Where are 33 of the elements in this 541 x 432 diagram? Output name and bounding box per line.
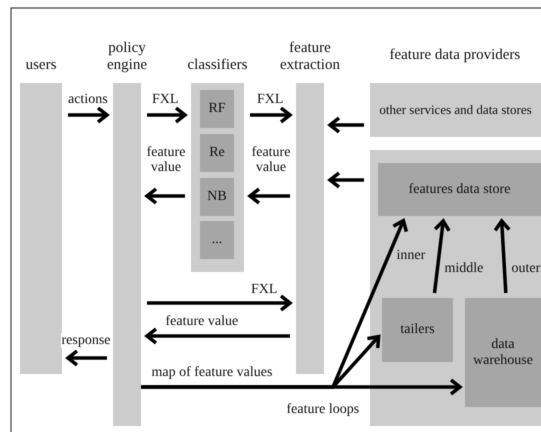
arrow — [432, 219, 451, 294]
arrow — [493, 219, 511, 294]
arrow — [147, 294, 292, 312]
data-store-box: data warehouse — [465, 298, 541, 407]
provider-box: other services and data stores — [370, 83, 541, 137]
process-box: tailers — [382, 298, 453, 362]
arrow — [141, 218, 408, 389]
classifier-box: RF — [200, 90, 234, 128]
edge-label: actions — [67, 92, 109, 107]
edge-label: FXL — [256, 92, 284, 107]
arrow — [145, 187, 185, 205]
group-title: feature data providers — [388, 46, 522, 63]
column-title: users — [24, 56, 58, 74]
edge-label: response — [60, 332, 112, 348]
column-title: policy engine — [106, 40, 148, 74]
arrow — [250, 106, 292, 124]
arrow — [147, 106, 187, 124]
arrow — [328, 116, 364, 134]
edge-label: FXL — [151, 92, 180, 107]
annotation-label: feature loops — [286, 402, 360, 417]
classifier-box: ... — [200, 221, 234, 259]
edge-label: map of feature values — [150, 364, 274, 380]
data-store-box: features data store — [378, 163, 541, 216]
arrow — [66, 349, 107, 367]
group-panel — [370, 150, 541, 426]
classifier-box: Re — [200, 134, 234, 172]
arrow — [248, 187, 290, 205]
arrow — [68, 106, 109, 124]
column-title: feature extraction — [279, 40, 341, 74]
arrow — [145, 327, 290, 345]
arrow — [328, 171, 364, 189]
classifier-box: NB — [200, 178, 234, 216]
column-title: classifiers — [186, 56, 248, 74]
